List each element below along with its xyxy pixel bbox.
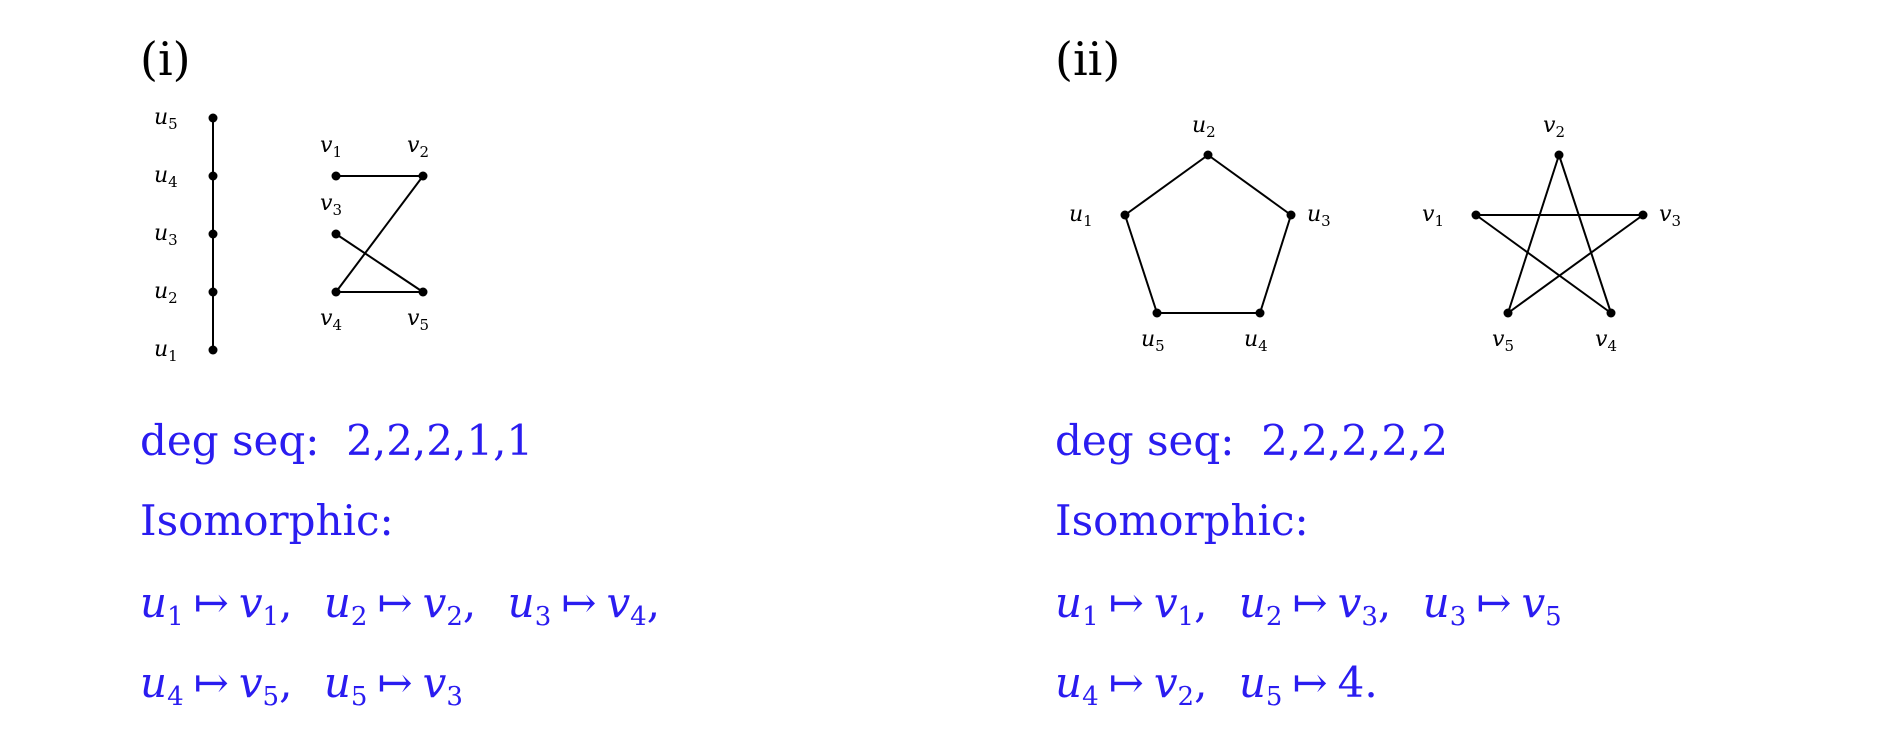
label-v1: v1	[1422, 202, 1444, 230]
deg-seq-label: deg seq:	[140, 416, 320, 465]
vertex-v5	[1503, 308, 1513, 318]
edge-v2-v4	[335, 175, 424, 293]
edge-v2-v5	[1507, 154, 1560, 314]
maps-to-arrow: ↦	[1292, 658, 1328, 707]
label-u1: u1	[1069, 202, 1093, 230]
vertex-u4	[208, 171, 218, 181]
label-v4: v4	[1595, 327, 1617, 355]
edges	[335, 175, 424, 293]
label-v5: v5	[407, 306, 429, 334]
vertex-v5	[418, 287, 428, 297]
path-graph-u: u5 u4 u3 u2 u1	[154, 105, 218, 365]
vertex-v4	[1606, 308, 1616, 318]
panel-label-i: (i)	[140, 32, 191, 86]
label-u2: u2	[1192, 113, 1216, 141]
vertex-v3	[331, 229, 341, 239]
mapping-line-i-1: u1↦v1, u2↦v2, u3↦v4,	[140, 578, 661, 632]
maps-to-arrow: ↦	[561, 578, 597, 627]
edges	[1124, 154, 1292, 314]
vertex-u5	[208, 113, 218, 123]
vertex-u2	[208, 287, 218, 297]
label-u4: u4	[1244, 327, 1268, 355]
maps-to-arrow: ↦	[1108, 658, 1144, 707]
vertex-u5	[1152, 308, 1162, 318]
deg-seq-label: deg seq:	[1055, 416, 1235, 465]
vertex-u1	[1120, 210, 1130, 220]
deg-seq-ii: deg seq: 2,2,2,2,2	[1055, 420, 1448, 462]
label-v3: v3	[320, 191, 342, 219]
edge-u5-u1	[1124, 214, 1158, 314]
vertex-labels: v2 v1 v3 v5 v4	[1422, 113, 1681, 355]
maps-to-arrow: ↦	[193, 658, 229, 707]
vertex-v1	[1471, 210, 1481, 220]
vertex-u2	[1203, 150, 1213, 160]
maps-to-arrow: ↦	[1292, 578, 1328, 627]
label-v2: v2	[407, 133, 429, 161]
vertex-v3	[1638, 210, 1648, 220]
vertex-labels: u2 u1 u3 u5 u4	[1069, 113, 1331, 355]
label-v2: v2	[1543, 113, 1565, 141]
mapping-line-ii-2: u4↦v2, u5↦4.	[1055, 658, 1378, 712]
edge-v5-v3	[1507, 214, 1644, 314]
deg-seq-value: 2,2,2,2,2	[1261, 416, 1449, 465]
isomorphic-label-ii: Isomorphic:	[1055, 496, 1309, 545]
vertex-u3	[1286, 210, 1296, 220]
label-u5: u5	[1141, 327, 1165, 355]
mapping-line-ii-1: u1↦v1, u2↦v3, u3↦v5	[1055, 578, 1562, 632]
graph-v-i: v1 v2 v3 v4 v5	[320, 133, 429, 334]
vertex-v2	[1554, 150, 1564, 160]
label-u1: u1	[154, 337, 178, 365]
vertex-u3	[208, 229, 218, 239]
panel-label-ii: (ii)	[1055, 32, 1121, 86]
label-u2: u2	[154, 279, 178, 307]
edge-v4-v2	[1558, 154, 1612, 314]
vertices	[1120, 150, 1296, 318]
vertex-v1	[331, 171, 341, 181]
edge-u1-u2	[1124, 154, 1209, 216]
edge-v1-v4	[1475, 214, 1612, 314]
vertex-labels: v1 v2 v3 v4 v5	[320, 133, 429, 334]
maps-to-arrow: ↦	[1476, 578, 1512, 627]
vertex-v4	[331, 287, 341, 297]
vertex-labels: u5 u4 u3 u2 u1	[154, 105, 178, 365]
maps-to-arrow: ↦	[193, 578, 229, 627]
label-u3: u3	[1307, 202, 1331, 230]
edges	[1475, 154, 1644, 314]
edge-u2-u3	[1207, 154, 1292, 216]
label-u3: u3	[154, 221, 178, 249]
label-v3: v3	[1659, 202, 1681, 230]
vertices	[208, 113, 218, 355]
deg-seq-value: 2,2,2,1,1	[346, 416, 534, 465]
pentagon-graph-u: u2 u1 u3 u5 u4	[1069, 113, 1331, 355]
deg-seq-i: deg seq: 2,2,2,1,1	[140, 420, 533, 462]
label-v4: v4	[320, 306, 342, 334]
vertex-v2	[418, 171, 428, 181]
label-u4: u4	[154, 163, 178, 191]
vertex-u1	[208, 345, 218, 355]
edge-v3-v5	[335, 233, 424, 293]
star-graph-v: v2 v1 v3 v5 v4	[1422, 113, 1681, 355]
edge-u3-u4	[1259, 214, 1292, 314]
isomorphic-label-i: Isomorphic:	[140, 496, 394, 545]
label-u5: u5	[154, 105, 178, 133]
maps-to-arrow: ↦	[377, 658, 413, 707]
label-v1: v1	[320, 133, 342, 161]
vertices	[1471, 150, 1648, 318]
maps-to-arrow: ↦	[1108, 578, 1144, 627]
label-v5: v5	[1492, 327, 1514, 355]
vertex-u4	[1255, 308, 1265, 318]
mapping-line-i-2: u4↦v5, u5↦v3	[140, 658, 463, 712]
maps-to-arrow: ↦	[377, 578, 413, 627]
vertices	[331, 171, 428, 297]
